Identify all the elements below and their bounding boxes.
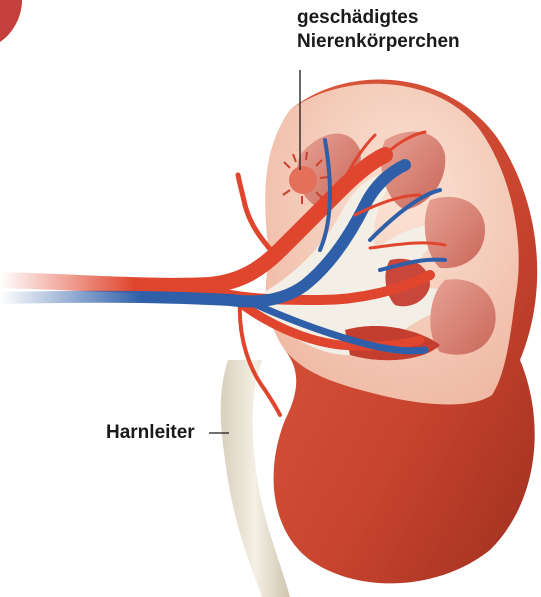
damaged-corpuscle-label: geschädigtes Nierenkörperchen [297,6,460,54]
ureter-label: Harnleiter [106,421,195,445]
corner-badge [0,0,22,42]
damaged-corpuscle-label-line1: geschädigtes [297,6,460,30]
damaged-corpuscle-label-line2: Nierenkörperchen [297,30,460,54]
